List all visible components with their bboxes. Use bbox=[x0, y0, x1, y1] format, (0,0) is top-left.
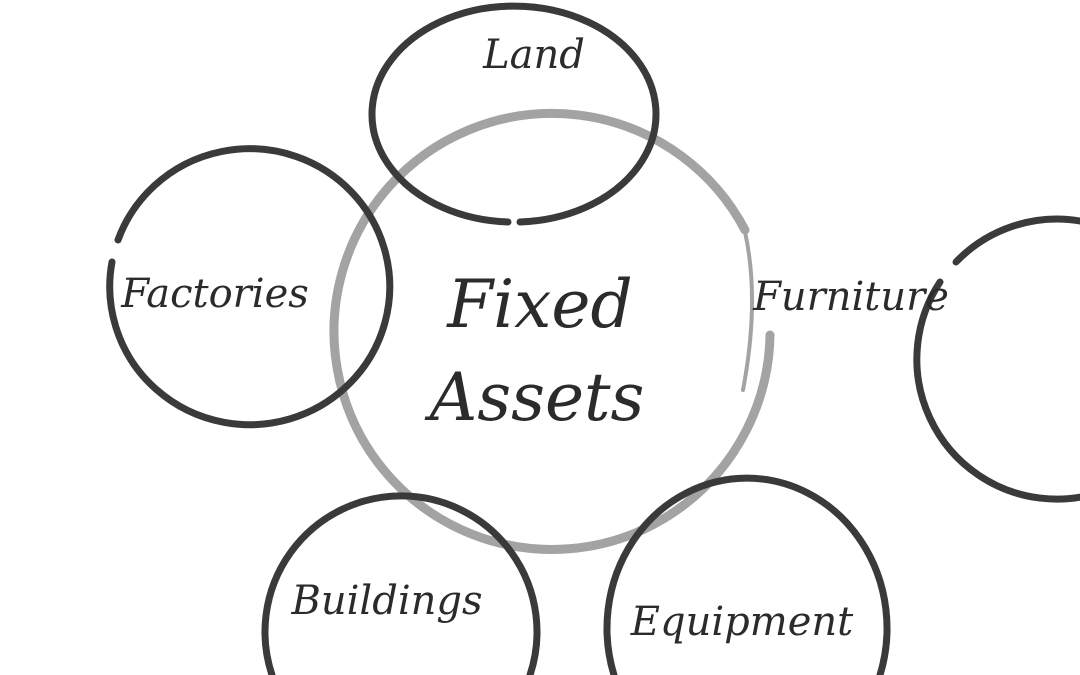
node-buildings bbox=[261, 492, 541, 675]
land-label: Land bbox=[482, 32, 585, 78]
buildings-ring bbox=[261, 492, 541, 675]
furniture-label: Furniture bbox=[752, 274, 949, 320]
center-label-line-1: Fixed bbox=[446, 266, 632, 343]
node-furniture bbox=[913, 215, 1080, 503]
center-ring-tail bbox=[741, 230, 755, 392]
equipment-label: Equipment bbox=[630, 599, 854, 645]
center-node bbox=[329, 108, 775, 554]
node-factories bbox=[106, 145, 394, 429]
factories-ring bbox=[106, 145, 394, 429]
factories-label: Factories bbox=[120, 271, 309, 317]
center-label-line-2: Assets bbox=[424, 359, 645, 436]
node-equipment bbox=[603, 474, 891, 675]
center-ring bbox=[329, 108, 775, 554]
furniture-ring bbox=[913, 215, 1080, 503]
equipment-ring bbox=[603, 474, 891, 675]
land-ring bbox=[368, 2, 660, 226]
node-land bbox=[368, 2, 660, 226]
buildings-label: Buildings bbox=[290, 578, 482, 624]
